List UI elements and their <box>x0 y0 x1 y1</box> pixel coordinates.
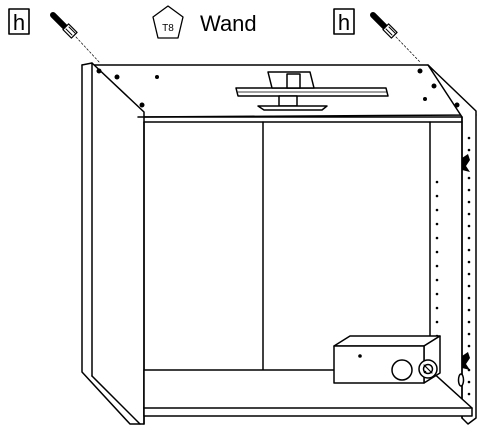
part-label-right-text: h <box>338 10 350 35</box>
torx-t8-badge: T8 <box>152 5 184 39</box>
part-label-left: h <box>8 8 30 35</box>
screw-holes <box>96 68 460 108</box>
screw-icon-left <box>50 12 101 64</box>
hinge-upper <box>462 154 470 172</box>
outlet-box <box>333 335 441 384</box>
hinge-lower <box>462 352 470 370</box>
surface-label: Wand <box>200 11 257 36</box>
light-fixture <box>235 71 389 111</box>
screw-icon-right <box>370 12 421 63</box>
tool-label-text: T8 <box>162 23 174 34</box>
cabinet <box>81 62 477 425</box>
cable-grommet <box>457 373 465 387</box>
outlet-socket-icon <box>391 359 413 381</box>
part-label-left-text: h <box>13 10 25 35</box>
part-label-right: h <box>333 8 355 35</box>
shelf-pin-holes <box>435 136 471 396</box>
